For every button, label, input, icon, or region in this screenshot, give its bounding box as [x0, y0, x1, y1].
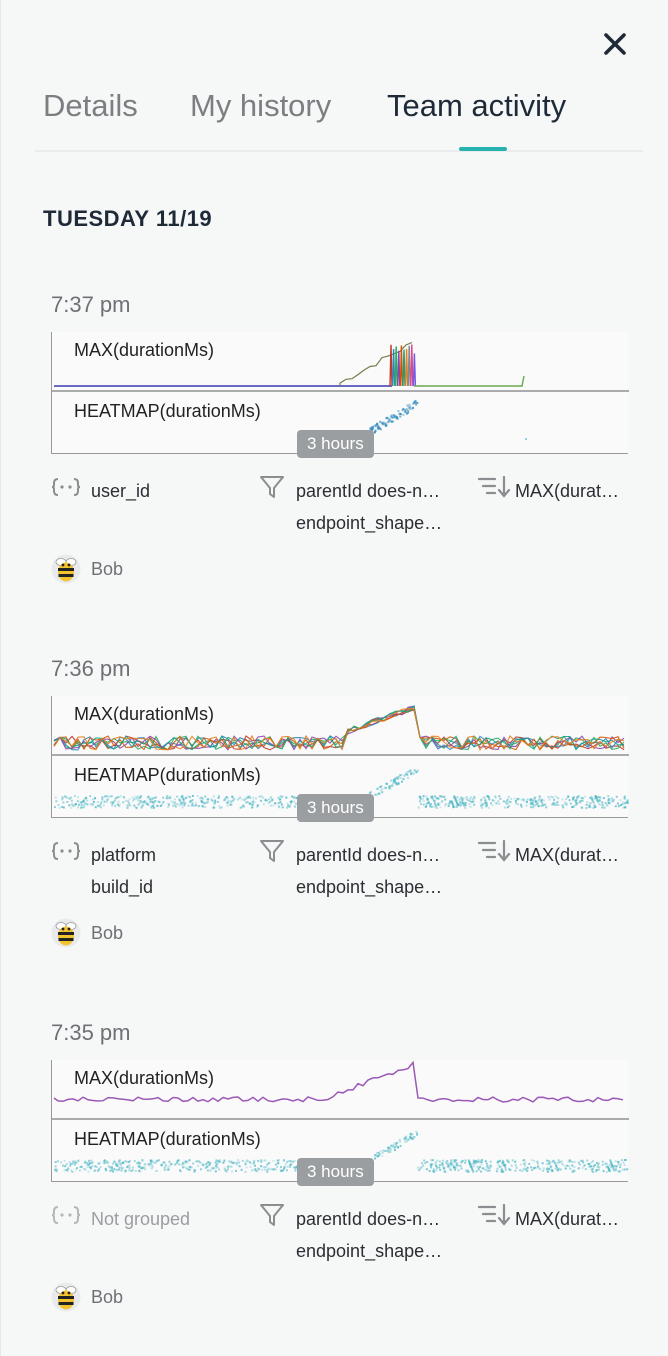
query-thumbnail[interactable]: MAX(durationMs) HEATMAP(durationMs) 3 ho… — [51, 332, 629, 458]
activity-entry: 7:35 pm MAX(durationMs) HEATMAP(duration… — [1, 1020, 668, 1350]
bee-avatar-icon — [51, 554, 81, 584]
filter-item: endpoint_shape… — [296, 513, 443, 533]
close-button[interactable] — [599, 28, 631, 60]
bee-avatar-icon — [51, 918, 81, 948]
filter-icon — [259, 474, 289, 500]
not-grouped-label: Not grouped — [91, 1209, 191, 1229]
time-range-badge: 3 hours — [297, 430, 374, 458]
activity-entry: 7:36 pm MAX(durationMs) HEATMAP(duration… — [1, 656, 668, 986]
tab-team-activity[interactable]: Team activity — [387, 88, 567, 123]
sort-descending-icon — [477, 474, 511, 500]
bee-avatar-icon — [51, 1282, 81, 1312]
user-name: Bob — [91, 923, 124, 943]
tab-my-history[interactable]: My history — [190, 88, 332, 123]
group-by-field: build_id — [91, 877, 154, 897]
active-tab-indicator — [459, 147, 507, 151]
entry-time: 7:36 pm — [51, 656, 131, 681]
sort-descending-icon — [477, 1202, 511, 1228]
chart-label-max: MAX(durationMs) — [74, 340, 215, 360]
filter-icon — [259, 838, 289, 864]
filter-item: endpoint_shape… — [296, 877, 443, 897]
order-by-field: MAX(durat… — [515, 1209, 620, 1229]
chart-label-max: MAX(durationMs) — [74, 704, 215, 724]
group-by-icon — [51, 474, 81, 500]
group-by-icon — [51, 1202, 81, 1228]
group-by-icon — [51, 838, 81, 864]
query-thumbnail[interactable]: MAX(durationMs) HEATMAP(durationMs) 3 ho… — [51, 1060, 629, 1186]
day-header: TUESDAY 11/19 — [43, 206, 213, 231]
filter-item: parentId does-n… — [296, 481, 441, 501]
filter-item: parentId does-n… — [296, 845, 441, 865]
thumbnail-divider — [52, 1118, 629, 1120]
sort-descending-icon — [477, 838, 511, 864]
chart-label-heatmap: HEATMAP(durationMs) — [74, 401, 261, 421]
group-by-field: platform — [91, 845, 157, 865]
user-name: Bob — [91, 1287, 124, 1307]
chart-label-heatmap: HEATMAP(durationMs) — [74, 765, 261, 785]
filter-item: parentId does-n… — [296, 1209, 441, 1229]
activity-entry: 7:37 pm MAX(durationMs) HEATMAP(duration… — [1, 292, 668, 622]
order-by-field: MAX(durat… — [515, 845, 620, 865]
thumbnail-divider — [52, 754, 629, 756]
tab-bar: Details My history Team activity — [35, 84, 643, 152]
thumbnail-chart — [53, 704, 629, 812]
query-thumbnail[interactable]: MAX(durationMs) HEATMAP(durationMs) 3 ho… — [51, 696, 629, 822]
chart-label-max: MAX(durationMs) — [74, 1068, 215, 1088]
entry-time: 7:37 pm — [51, 292, 131, 317]
chart-label-heatmap: HEATMAP(durationMs) — [74, 1129, 261, 1149]
close-icon — [604, 33, 626, 55]
time-range-badge: 3 hours — [297, 794, 374, 822]
tab-details[interactable]: Details — [43, 88, 138, 123]
entry-time: 7:35 pm — [51, 1020, 131, 1045]
group-by-field: user_id — [91, 481, 151, 501]
filter-icon — [259, 1202, 289, 1228]
thumbnail-divider — [52, 390, 629, 392]
filter-item: endpoint_shape… — [296, 1241, 443, 1261]
time-range-badge: 3 hours — [297, 1158, 374, 1186]
user-name: Bob — [91, 559, 124, 579]
order-by-field: MAX(durat… — [515, 481, 620, 501]
